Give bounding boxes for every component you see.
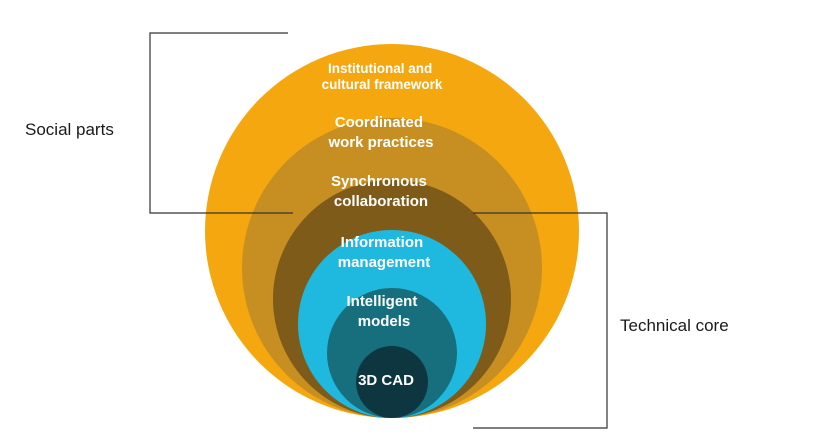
layer-label-coordinated: Coordinated work practices <box>327 114 433 151</box>
social-parts-bracket <box>149 32 293 214</box>
layer-circle-3d-cad <box>356 346 428 418</box>
technical-core-bracket <box>473 212 608 429</box>
layer-label-synchronous: Synchronous collaboration <box>331 173 431 210</box>
social-parts-label: Social parts <box>25 120 114 139</box>
technical-core-label: Technical core <box>620 316 729 335</box>
layer-label-institutional: Institutional and cultural framework <box>322 61 443 92</box>
layer-label-intelligent: Intelligent models <box>346 293 421 330</box>
layer-label-3d-cad: 3D CAD <box>358 372 414 389</box>
layer-label-information: Information management <box>338 234 431 271</box>
